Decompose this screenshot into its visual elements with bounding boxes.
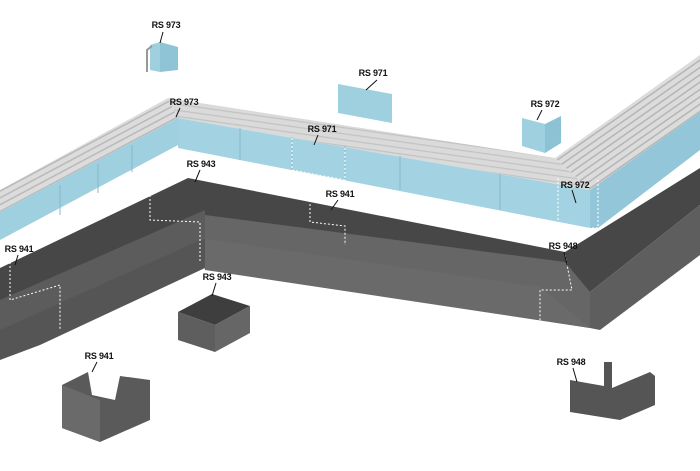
- label-rs972-loose: RS 972: [530, 99, 560, 109]
- rs941-loose-piece: [62, 372, 150, 442]
- dashed-joint: [149, 195, 201, 262]
- rs972-loose-piece: [522, 116, 561, 153]
- leader-lines: [14, 31, 578, 383]
- label-rs943: RS 943: [186, 159, 216, 169]
- concrete-outer-left-face: [0, 238, 205, 360]
- blue-left-face: [0, 118, 178, 240]
- label-rs941-loose: RS 941: [84, 351, 114, 361]
- grate-left: [0, 98, 178, 212]
- label-rs948: RS 948: [548, 241, 578, 251]
- rs971-loose-piece: [338, 84, 392, 123]
- label-rs972: RS 972: [560, 180, 590, 190]
- dashed-joint: [291, 138, 346, 181]
- label-rs973: RS 973: [169, 97, 199, 107]
- concrete-channel: [0, 168, 700, 360]
- dashed-joint: [539, 254, 573, 322]
- rs948-loose-piece: [570, 362, 655, 420]
- label-rs943-loose: RS 943: [202, 272, 232, 282]
- label-rs973-loose: RS 973: [151, 20, 181, 30]
- blue-middle-face: [178, 118, 590, 228]
- blue-right-face: [590, 112, 700, 228]
- dashed-joint: [557, 178, 599, 229]
- grate-middle: [168, 98, 590, 190]
- label-rs941-left: RS 941: [4, 244, 34, 254]
- label-rs948-loose: RS 948: [556, 357, 586, 367]
- label-rs971: RS 971: [307, 124, 337, 134]
- label-rs971-loose: RS 971: [358, 68, 388, 78]
- rs943-loose-piece: [178, 294, 250, 352]
- label-rs941: RS 941: [325, 189, 355, 199]
- concrete-right-face: [590, 205, 700, 330]
- dashed-joint: [9, 262, 61, 330]
- concrete-middle-front-lower: [200, 238, 590, 328]
- rs973-loose-piece: [146, 42, 178, 72]
- grate-right: [555, 55, 700, 190]
- channel-with-grates: [0, 55, 700, 240]
